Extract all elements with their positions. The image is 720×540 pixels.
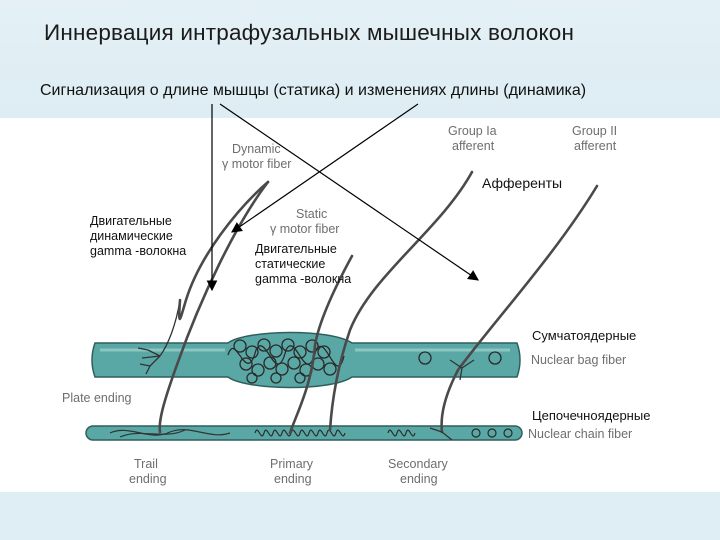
trail-ending (109, 429, 231, 438)
afferents-text: Афференты (482, 175, 563, 191)
label-primary-ending-1: Primary (270, 457, 314, 471)
dynamic-gamma-fiber-b (158, 180, 270, 434)
nuclear-bag-fiber (91, 331, 521, 389)
annotation-nuclear-bag: Сумчатоядерные (532, 328, 636, 343)
static-gamma-line-1: Двигательные (255, 242, 337, 256)
nerve-fibers (158, 170, 599, 435)
label-plate-ending: Plate ending (62, 391, 132, 405)
label-group-ia-2: afferent (452, 139, 495, 153)
annotation-dynamic-gamma: Двигательные динамические gamma -волокна (90, 214, 186, 259)
bag-single-nuclei (418, 351, 502, 365)
group-ia-afferent (328, 170, 474, 432)
slide-header-band (0, 0, 720, 118)
slide-footer-band (0, 492, 720, 540)
label-secondary-ending-2: ending (400, 472, 438, 486)
label-group-ia-1: Group Ia (448, 124, 497, 138)
label-group-ii-2: afferent (574, 139, 617, 153)
dynamic-gamma-fiber-a (177, 180, 270, 321)
dynamic-gamma-line-1: Двигательные (90, 214, 172, 228)
label-nuclear-bag: Nuclear bag fiber (531, 353, 626, 367)
annotation-afferents: Афференты (482, 176, 562, 191)
label-dynamic-fiber-2: γ motor fiber (222, 157, 291, 171)
label-trail-ending-1: Trail (134, 457, 158, 471)
static-gamma-fiber (288, 254, 354, 435)
label-static-fiber-1: Static (296, 207, 327, 221)
group-ii-afferent (440, 184, 599, 434)
label-group-ii-1: Group II (572, 124, 617, 138)
annotation-arrows (206, 103, 479, 292)
label-nuclear-chain: Nuclear chain fiber (528, 427, 632, 441)
label-static-fiber-2: γ motor fiber (270, 222, 339, 236)
arrow-to-dynamic-gamma (231, 103, 419, 233)
annotation-nuclear-chain: Цепочечноядерные (532, 408, 650, 423)
label-primary-ending-2: ending (274, 472, 312, 486)
arrow-to-static-fiber (219, 103, 479, 281)
label-secondary-ending-1: Secondary (388, 457, 449, 471)
dynamic-gamma-line-2: динамические (90, 229, 173, 243)
nuclear-bag-ru-text: Сумчатоядерные (532, 328, 637, 343)
slide-title: Иннервация интрафузальных мышечных волок… (44, 20, 575, 45)
static-gamma-line-2: статические (255, 257, 326, 271)
label-trail-ending-2: ending (129, 472, 167, 486)
nuclear-chain-ru-text: Цепочечноядерные (532, 408, 651, 423)
label-dynamic-fiber-1: Dynamic (232, 142, 281, 156)
static-gamma-line-3: gamma -волокна (255, 272, 352, 286)
slide-subtitle: Сигнализация о длине мышцы (статика) и и… (40, 82, 587, 99)
secondary-ending (429, 359, 475, 441)
annotation-static-gamma: Двигательные статические gamma -волокна (255, 242, 351, 287)
bag-nuclei-cluster (227, 338, 345, 384)
dynamic-gamma-line-3: gamma -волокна (90, 244, 187, 258)
